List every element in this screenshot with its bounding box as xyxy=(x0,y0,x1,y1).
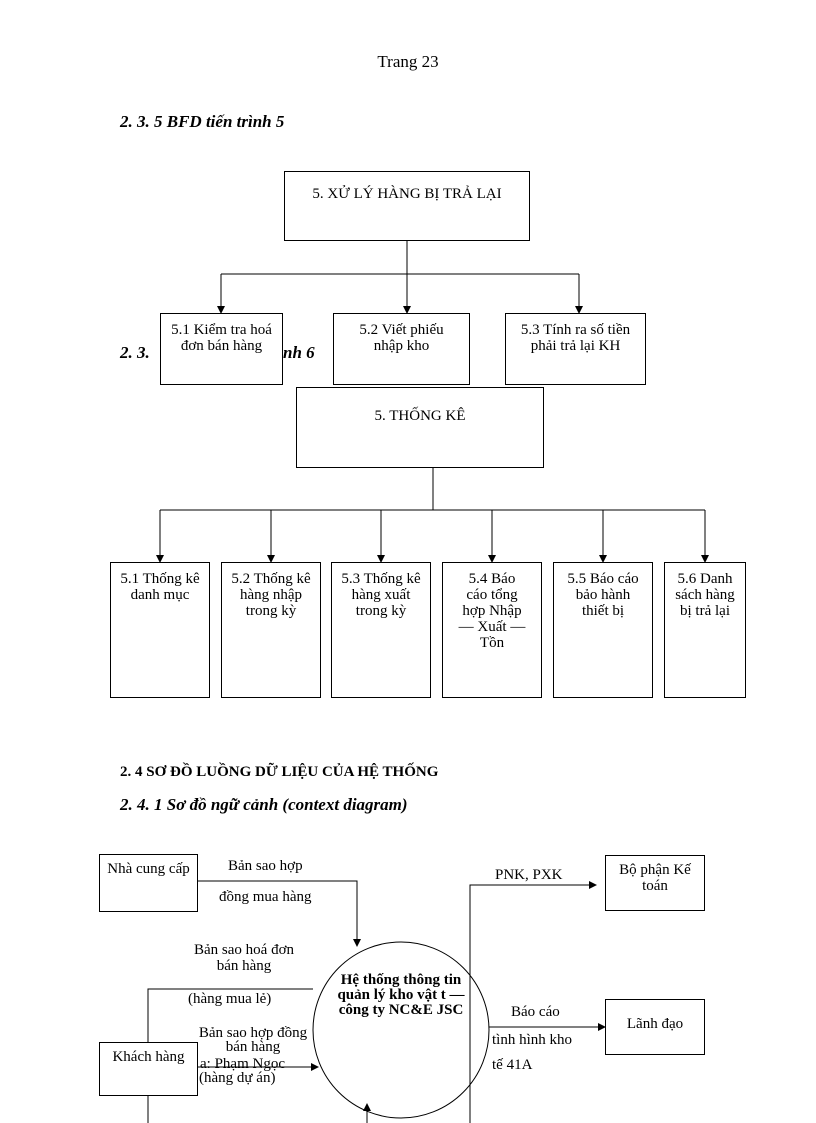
entity-customer: Khách hàng xyxy=(99,1042,198,1096)
bfd6-process-5-1: 5.1 Thống kê danh mục xyxy=(110,562,210,698)
entity-supplier: Nhà cung cấp xyxy=(99,854,198,912)
page-number: Trang 23 xyxy=(377,52,439,71)
flow-contract-line2: đồng mua hàng xyxy=(219,889,312,905)
bfd6-process-5-6-label: 5.6 Danh sách hàng bị trả lại xyxy=(675,571,735,619)
overlap-watermark-text-2: tế 41A xyxy=(492,1057,533,1073)
entity-leader-label: Lãnh đạo xyxy=(626,1016,684,1032)
flow-invoice: Bản sao hoá đơn bán hàng xyxy=(194,942,294,974)
bfd6-root-process: 5. THỐNG KÊ xyxy=(296,387,544,468)
heading-bfd6-right: nh 6 xyxy=(283,343,333,363)
entity-supplier-label: Nhà cung cấp xyxy=(107,861,190,877)
flow-contract-line1: Bản sao hợp xyxy=(228,858,303,874)
heading-bfd6-left: 2. 3. xyxy=(120,343,150,362)
flow-report-line1: Báo cáo xyxy=(511,1004,560,1020)
flow-project: (hàng dự án) xyxy=(199,1070,276,1086)
flow-pnk-pxk: PNK, PXK xyxy=(495,867,563,883)
heading-dfd: 2. 4 SƠ ĐỒ LUỒNG DỮ LIỆU CỦA HỆ THỐNG xyxy=(120,764,439,780)
heading-bfd5: 2. 3. 5 BFD tiến trình 5 xyxy=(120,112,285,131)
bfd5-process-5-1-label: 5.1 Kiểm tra hoá đơn bán hàng xyxy=(171,322,272,354)
context-process-label: Hệ thống thông tin quản lý kho vật t — c… xyxy=(337,972,465,1018)
bfd6-process-5-6: 5.6 Danh sách hàng bị trả lại xyxy=(664,562,746,698)
bfd6-process-5-5-label: 5.5 Báo cáo bảo hành thiết bị xyxy=(567,571,639,619)
bfd5-root-label: 5. XỬ LÝ HÀNG BỊ TRẢ LẠI xyxy=(312,186,502,202)
entity-accounting-label: Bộ phận Kế toán xyxy=(619,862,691,894)
flow-retail: (hàng mua lẻ) xyxy=(188,991,272,1007)
bfd5-root-process: 5. XỬ LÝ HÀNG BỊ TRẢ LẠI xyxy=(284,171,530,241)
entity-leader: Lãnh đạo xyxy=(605,999,705,1055)
bfd6-process-5-4-label: 5.4 Báo cáo tổng hợp Nhập — Xuất — Tồn xyxy=(458,571,526,651)
flow-sale-contract: Bản sao hợp đồng bán hàng xyxy=(198,1025,308,1055)
bfd6-process-5-2: 5.2 Thống kê hàng nhập trong kỳ xyxy=(221,562,321,698)
bfd5-process-5-2: 5.2 Viết phiếu nhập kho xyxy=(333,313,470,385)
entity-customer-label: Khách hàng xyxy=(112,1049,185,1065)
bfd5-process-5-3-label: 5.3 Tính ra số tiền phải trả lại KH xyxy=(520,322,631,354)
bfd6-process-5-4: 5.4 Báo cáo tổng hợp Nhập — Xuất — Tồn xyxy=(442,562,542,698)
bfd5-process-5-2-label: 5.2 Viết phiếu nhập kho xyxy=(359,322,444,354)
heading-context-diagram: 2. 4. 1 Sơ đồ ngữ cảnh (context diagram) xyxy=(120,795,408,814)
bfd6-process-5-5: 5.5 Báo cáo bảo hành thiết bị xyxy=(553,562,653,698)
bfd6-process-5-3-label: 5.3 Thống kê hàng xuất trong kỳ xyxy=(341,571,421,619)
bfd6-process-5-3: 5.3 Thống kê hàng xuất trong kỳ xyxy=(331,562,431,698)
bfd5-process-5-1: 5.1 Kiểm tra hoá đơn bán hàng xyxy=(160,313,283,385)
overlap-watermark-text: a: Phạm Ngọc xyxy=(200,1056,285,1072)
entity-accounting: Bộ phận Kế toán xyxy=(605,855,705,911)
flow-report-line2: tình hình kho xyxy=(492,1032,573,1048)
bfd6-process-5-1-label: 5.1 Thống kê danh mục xyxy=(120,571,200,603)
bfd6-root-label: 5. THỐNG KÊ xyxy=(374,408,466,424)
bfd5-process-5-3: 5.3 Tính ra số tiền phải trả lại KH xyxy=(505,313,646,385)
bfd6-process-5-2-label: 5.2 Thống kê hàng nhập trong kỳ xyxy=(231,571,311,619)
